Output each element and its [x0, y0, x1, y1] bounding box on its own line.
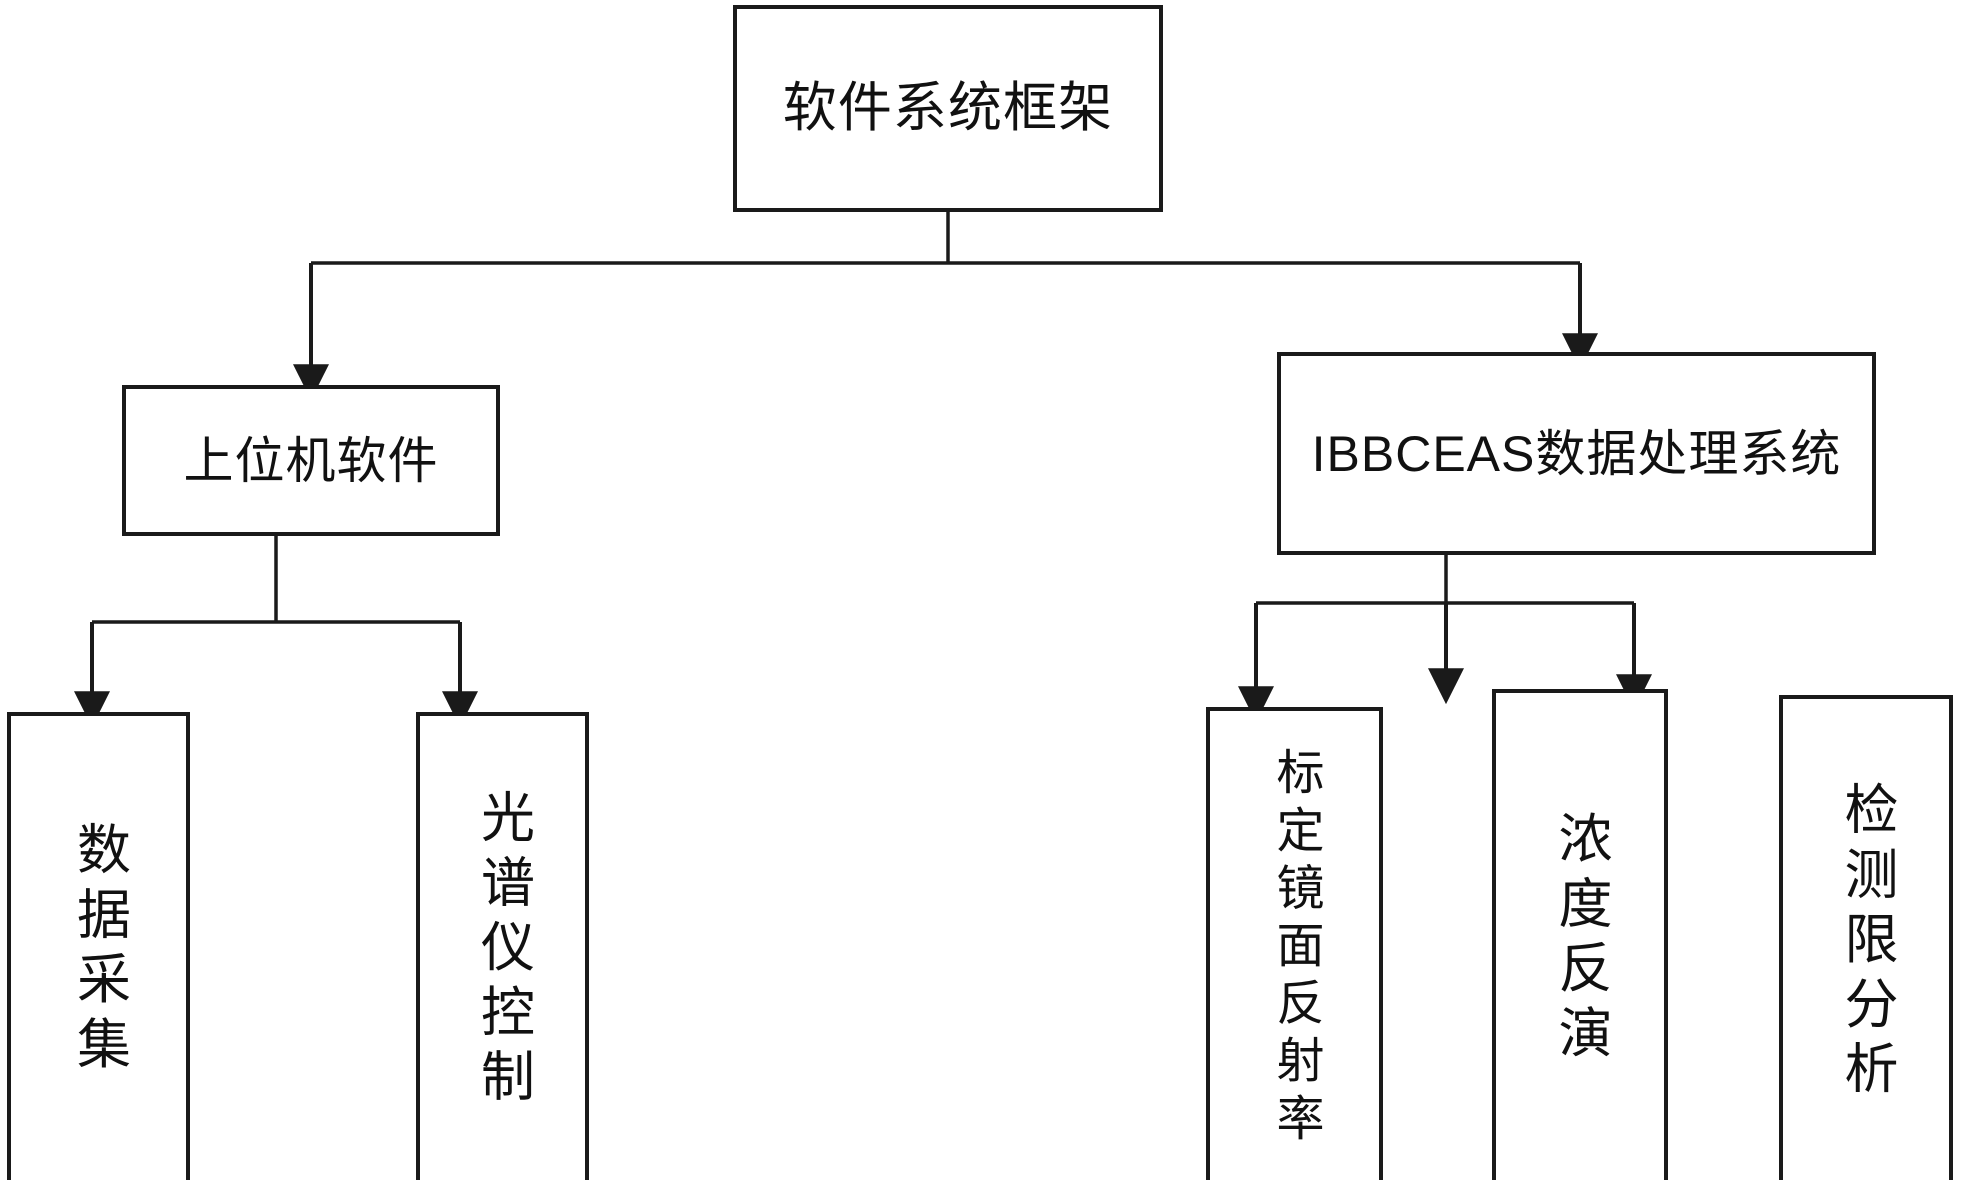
edge-host-to-children: [74, 536, 478, 728]
node-concentration-retrieval[interactable]: 浓度反演: [1492, 689, 1668, 1180]
node-label-root: 软件系统框架: [782, 78, 1114, 139]
node-spectrometer-control[interactable]: 光谱仪控制: [416, 712, 589, 1180]
node-label-mirror-reflectivity: 标定镜面反射率: [1268, 746, 1322, 1151]
edge-root-to-level1: [293, 212, 1598, 401]
node-host-computer-software[interactable]: 上位机软件: [122, 385, 500, 536]
node-data-acquisition[interactable]: 数据采集: [7, 712, 190, 1180]
edge-ibbceas-to-children: [1238, 555, 1652, 723]
node-label-concentration-retrieval: 浓度反演: [1550, 809, 1610, 1070]
node-label-spectrometer-control: 光谱仪控制: [472, 789, 533, 1113]
node-label-ibbceas: IBBCEAS数据处理系统: [1311, 425, 1842, 482]
node-label-detection-limit: 检测限分析: [1836, 780, 1896, 1105]
node-label-host: 上位机软件: [183, 432, 439, 489]
node-label-daq: 数据采集: [68, 821, 129, 1081]
node-ibbceas-data-processing-system[interactable]: IBBCEAS数据处理系统: [1277, 352, 1876, 555]
node-mirror-reflectivity-calibration[interactable]: 标定镜面反射率: [1206, 707, 1383, 1180]
node-detection-limit-analysis[interactable]: 检测限分析: [1779, 695, 1953, 1180]
node-software-system-framework[interactable]: 软件系统框架: [733, 5, 1163, 212]
